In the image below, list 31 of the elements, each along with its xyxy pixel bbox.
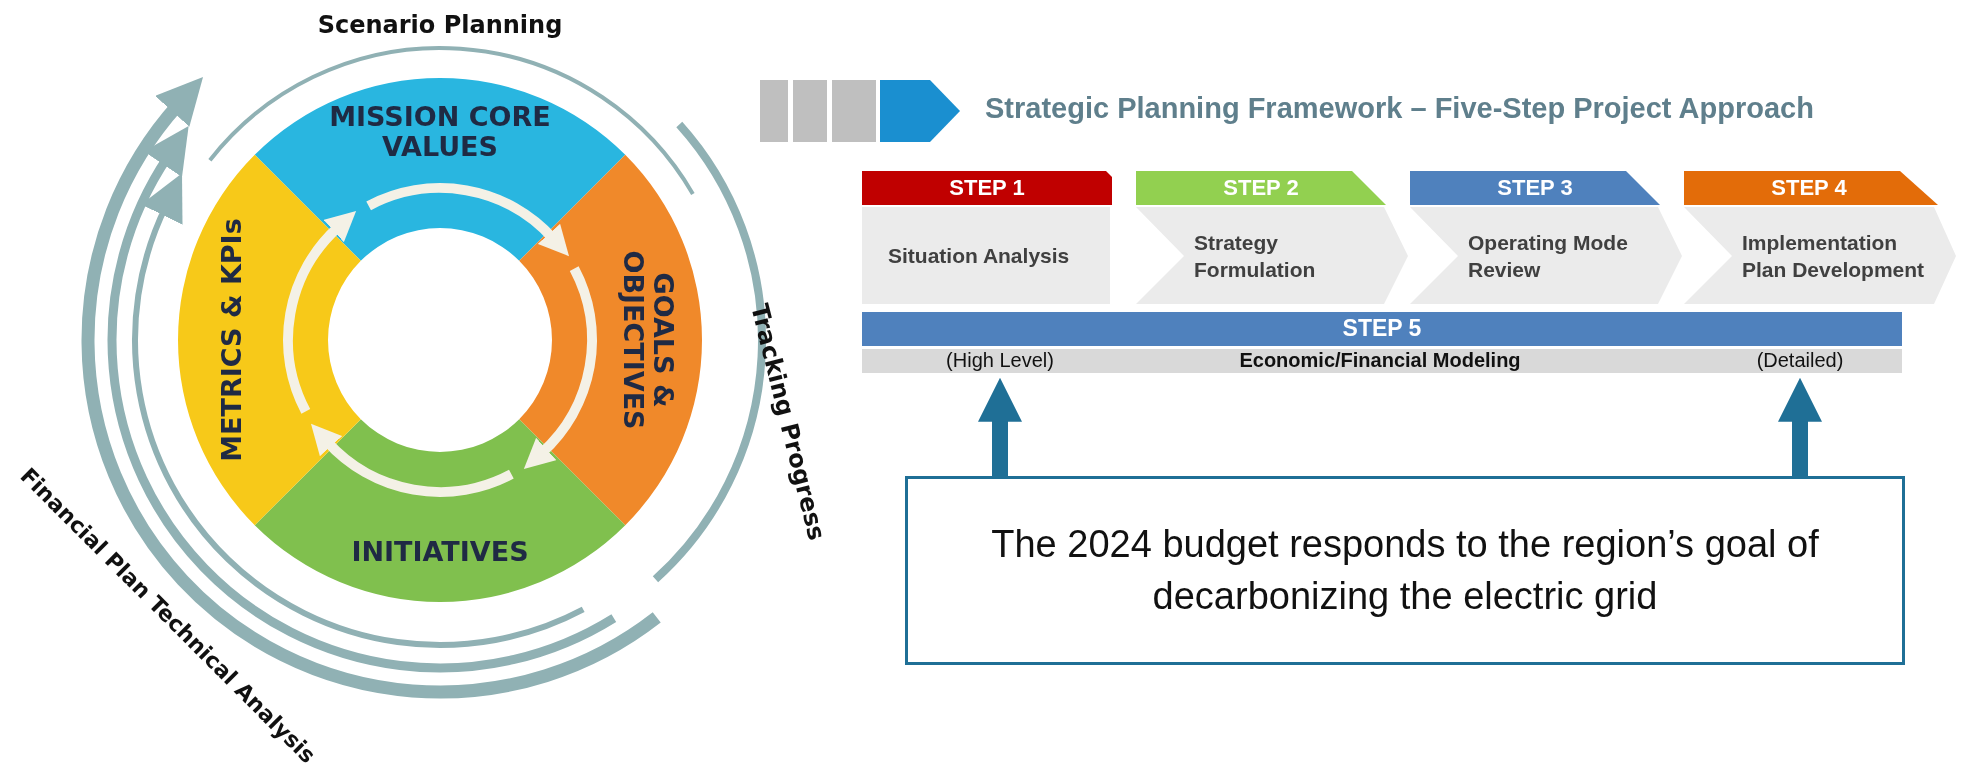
note-text: The 2024 budget responds to the region’s goal of decarbonizing the electric grid xyxy=(990,522,1820,619)
step-heading: STEP 1 xyxy=(949,175,1025,200)
title: Strategic Planning Framework – Five-Step Project Approach xyxy=(985,92,1814,125)
step-panel xyxy=(1410,171,1684,306)
step-text: Operating Mode Review xyxy=(1468,229,1629,283)
arrow xyxy=(524,266,597,471)
step-heading: STEP 2 xyxy=(1223,175,1299,200)
step-text: Implementation Plan Development xyxy=(1742,229,1926,283)
step-heading: STEP 4 xyxy=(1771,175,1847,200)
step-panel xyxy=(1684,171,1958,306)
arrow xyxy=(309,424,514,497)
arrow xyxy=(366,183,571,256)
arrow xyxy=(1778,377,1822,476)
arrow xyxy=(283,209,356,414)
step-heading: STEP 3 xyxy=(1497,175,1573,200)
step-heading: STEP 5 xyxy=(1342,315,1422,341)
segment-label: MISSION CORE VALUES xyxy=(328,102,552,162)
segment-label: METRICS & KPIs xyxy=(217,218,247,462)
note-box xyxy=(905,476,1905,665)
step-text: Situation Analysis xyxy=(888,243,1070,270)
arc-label: Scenario Planning xyxy=(316,11,564,40)
band-text: (High Level) xyxy=(935,349,1065,373)
ring-segment xyxy=(178,154,361,526)
arrow xyxy=(978,377,1022,476)
segment-label: INITIATIVES xyxy=(351,537,529,567)
band-text: Economic/Financial Modeling xyxy=(1238,349,1522,372)
step-text: Strategy Formulation xyxy=(1194,229,1317,283)
step-bar xyxy=(862,312,1902,346)
segment-label: GOALS & OBJECTIVES xyxy=(618,249,678,432)
step-panel xyxy=(1136,171,1410,306)
band-text: (Detailed) xyxy=(1745,349,1855,373)
